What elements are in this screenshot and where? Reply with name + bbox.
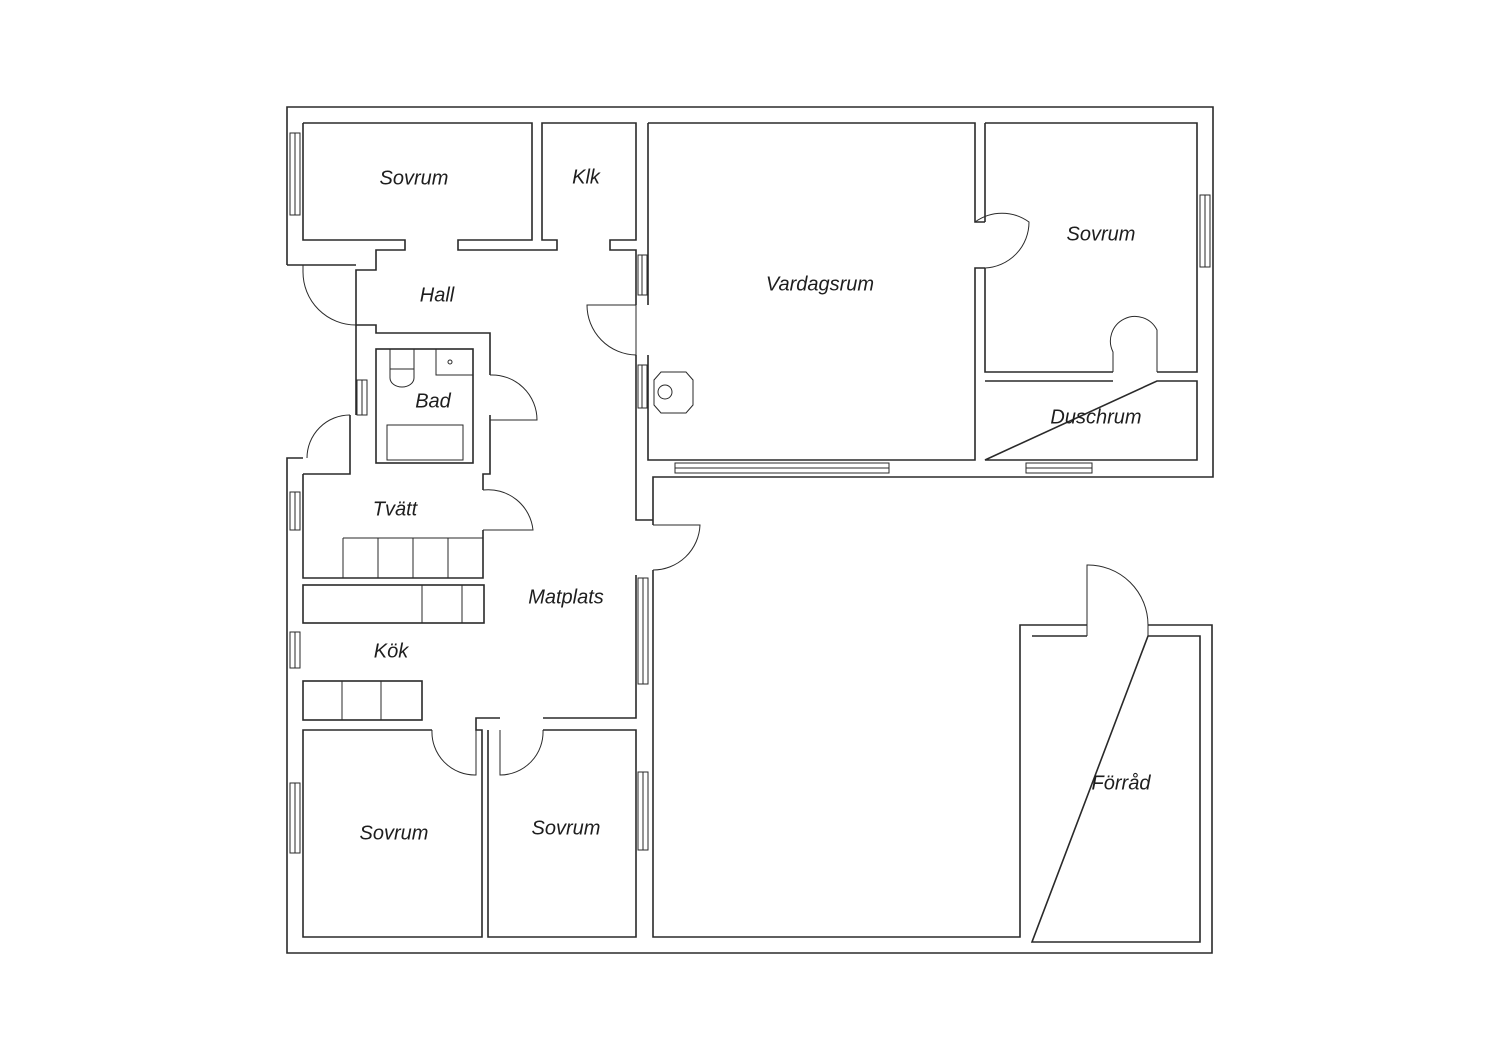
- room-label-duschrum: Duschrum: [1050, 406, 1142, 429]
- room-label-sovrum: Sovrum: [1066, 223, 1136, 246]
- room-label-sovrum: Sovrum: [359, 822, 429, 845]
- fireplace-icon: [653, 371, 694, 414]
- room-label-klk: Klk: [572, 166, 600, 189]
- room-label-vardagsrum: Vardagsrum: [765, 273, 875, 296]
- room-label-kok: Kök: [373, 640, 409, 663]
- room-label-sovrum: Sovrum: [379, 167, 449, 190]
- inner-wall: [302, 122, 653, 938]
- room-label-forrad: Förråd: [1091, 772, 1151, 795]
- sink-icon: [435, 348, 474, 376]
- toilet-icon: [389, 348, 415, 370]
- bathtub-icon: [386, 424, 464, 461]
- room-label-matplats: Matplats: [528, 586, 604, 609]
- windows: [289, 132, 1211, 854]
- room-label-sovrum: Sovrum: [531, 817, 601, 840]
- door-swings: [302, 212, 1158, 776]
- room-label-hall: Hall: [419, 284, 455, 307]
- outer-wall: [286, 106, 1214, 954]
- room-label-tvatt: Tvätt: [372, 498, 418, 521]
- room-label-bad: Bad: [415, 390, 451, 413]
- bathroom-walls: [375, 348, 474, 464]
